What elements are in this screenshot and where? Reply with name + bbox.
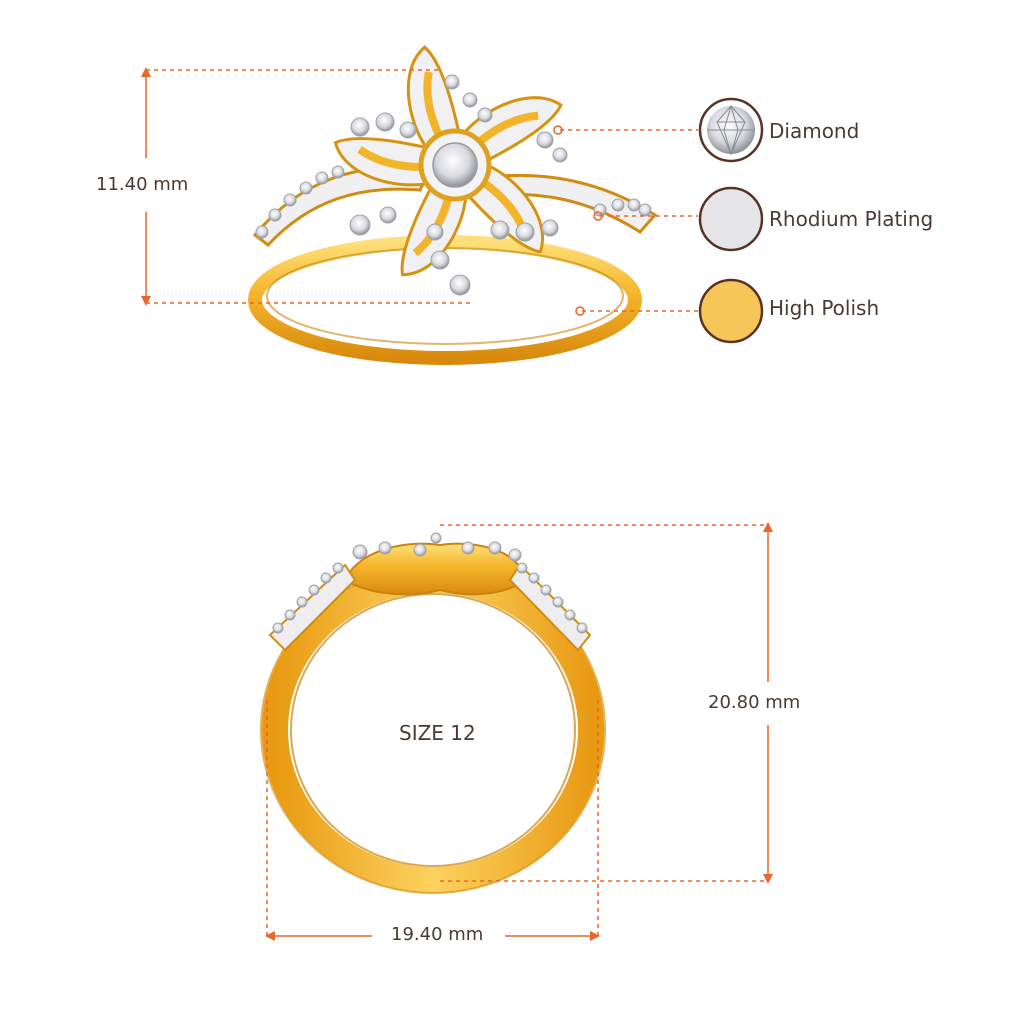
pave-diamond [430,532,442,544]
pave-diamond [593,203,607,217]
rhodium-swatch [698,186,764,252]
pave-diamond [516,562,528,574]
front-left-shoulder [268,563,357,652]
pave-diamond [426,223,444,241]
pave-diamond [528,572,540,584]
pave-diamond [444,74,460,90]
pave-diamond [284,609,296,621]
pave-diamond [541,219,559,237]
pave-diamond [576,622,588,634]
pave-diamond [378,541,392,555]
pave-diamond [283,193,297,207]
top-height-label: 11.40 mm [96,174,189,195]
pave-diamond [332,562,344,574]
pave-diamond [552,596,564,608]
pave-diamond [540,584,552,596]
pave-diamond [638,203,652,217]
pave-diamond [320,572,332,584]
gold-swatch [698,278,764,344]
pave-diamond [296,596,308,608]
front-width-dimension [265,700,600,941]
pave-diamond [399,121,417,139]
pave-diamond [536,131,554,149]
pave-diamond [315,171,329,185]
legend-rhodium-label: Rhodium Plating [769,207,934,231]
pave-diamond [627,198,641,212]
pave-diamond [375,112,395,132]
pave-diamond [350,117,370,137]
pave-diamond [508,548,522,562]
ring-size-label: SIZE 12 [399,721,476,745]
pave-diamond [477,107,493,123]
pave-diamond [349,214,371,236]
pave-diamond [515,222,535,242]
pave-diamond [352,544,368,560]
pave-diamond [413,543,427,557]
center-diamond [432,142,478,188]
top-view-ring [248,45,658,365]
pave-diamond [255,225,269,239]
front-view-ring [260,532,606,894]
diamond-icon [698,97,764,163]
pave-diamonds-top [255,74,652,296]
pave-diamond [308,584,320,596]
front-width-label: 19.40 mm [391,924,484,945]
pave-diamond [379,206,397,224]
legend-diamond-label: Diamond [769,119,860,143]
pave-diamond [449,274,471,296]
pave-diamond [488,541,502,555]
front-height-dimension [440,522,773,884]
legend-high-polish-label: High Polish [769,296,880,320]
pave-diamond [462,92,478,108]
pave-diamond [564,609,576,621]
pave-diamond [268,208,282,222]
pave-diamond [331,165,345,179]
pave-diamonds-front [272,532,588,634]
pave-diamond [299,181,313,195]
top-height-dimension [141,67,470,306]
pave-diamond [490,220,510,240]
legend-leaders [553,125,698,316]
front-height-label: 20.80 mm [708,692,801,713]
pave-diamond [461,541,475,555]
pave-diamond [430,250,450,270]
pave-diamond [611,198,625,212]
pave-diamond [272,622,284,634]
pave-diamond [552,147,568,163]
